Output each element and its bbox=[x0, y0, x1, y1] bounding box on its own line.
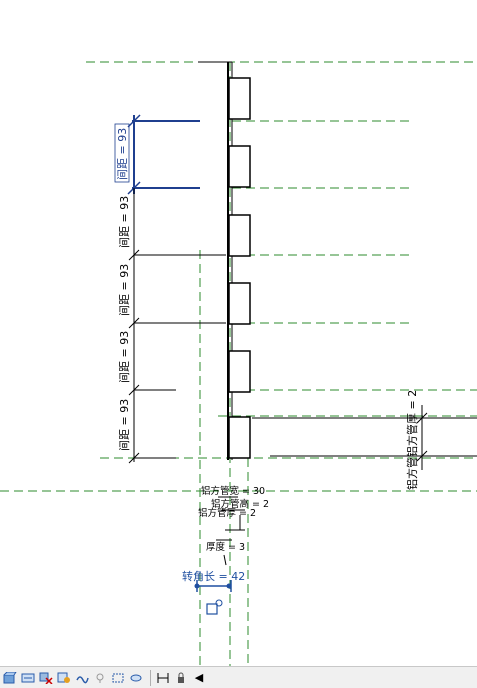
tube-1[interactable] bbox=[228, 77, 251, 120]
dim-tube-height[interactable]: 铝方管高 = 2 bbox=[211, 498, 269, 510]
view-cube-icon[interactable] bbox=[2, 669, 18, 687]
tube-3[interactable] bbox=[228, 214, 251, 257]
bottom-dims bbox=[216, 496, 245, 566]
aluminum-tubes bbox=[228, 77, 251, 459]
parameter-lock-icon[interactable] bbox=[206, 599, 223, 615]
collapse-arrow-icon[interactable]: ◀ bbox=[194, 671, 204, 684]
dim-spacing-4[interactable]: 间距 = 93 bbox=[118, 331, 131, 383]
dim-spacing-3[interactable]: 间距 = 93 bbox=[118, 264, 131, 316]
right-thickness-dim[interactable] bbox=[252, 405, 477, 470]
visual-style-icon[interactable] bbox=[38, 669, 54, 687]
spacing-dims bbox=[128, 188, 226, 464]
dim-spacing-2[interactable]: 间距 = 93 bbox=[118, 196, 131, 248]
grip-right[interactable] bbox=[226, 583, 232, 589]
reveal-hidden-icon[interactable] bbox=[155, 669, 171, 687]
dim-tube-width[interactable]: 铝方管宽 = 30 bbox=[201, 485, 265, 497]
tube-5[interactable] bbox=[228, 350, 251, 393]
drawing-canvas[interactable]: 铝方管铝方管厚 = 2 间距 = 93 间距 = 93 间距 = 93 间距 =… bbox=[0, 0, 477, 666]
dim-tube-thickness-right[interactable]: 铝方管铝方管厚 = 2 bbox=[405, 390, 419, 490]
show-crop-icon[interactable] bbox=[110, 669, 126, 687]
constraints-icon[interactable] bbox=[173, 669, 189, 687]
dim-spacing-selected[interactable]: 间距 = 93 bbox=[116, 128, 129, 180]
selected-spacing-dim[interactable] bbox=[127, 114, 200, 195]
separator bbox=[150, 669, 151, 686]
selected-dim-label-box bbox=[114, 123, 130, 183]
view-control-bar: ◀ bbox=[0, 666, 477, 688]
tube-2[interactable] bbox=[228, 145, 251, 188]
tube-6[interactable] bbox=[228, 416, 251, 459]
tube-4[interactable] bbox=[228, 282, 251, 325]
dim-tube-thickness[interactable]: 铝方管厚 = 2 bbox=[198, 507, 256, 519]
crop-region-icon[interactable] bbox=[92, 669, 108, 687]
dim-corner-length[interactable]: 转角长 = 42 bbox=[182, 569, 245, 583]
dim-thickness[interactable]: 厚度 = 3 bbox=[206, 541, 245, 553]
dim-spacing-5[interactable]: 间距 = 93 bbox=[118, 399, 131, 451]
shadows-icon[interactable] bbox=[74, 669, 90, 687]
grip-left[interactable] bbox=[194, 583, 200, 589]
detail-level-icon[interactable] bbox=[20, 669, 36, 687]
sun-path-icon[interactable] bbox=[56, 669, 72, 687]
profile-lines bbox=[198, 61, 233, 460]
temp-hide-icon[interactable] bbox=[128, 669, 144, 687]
